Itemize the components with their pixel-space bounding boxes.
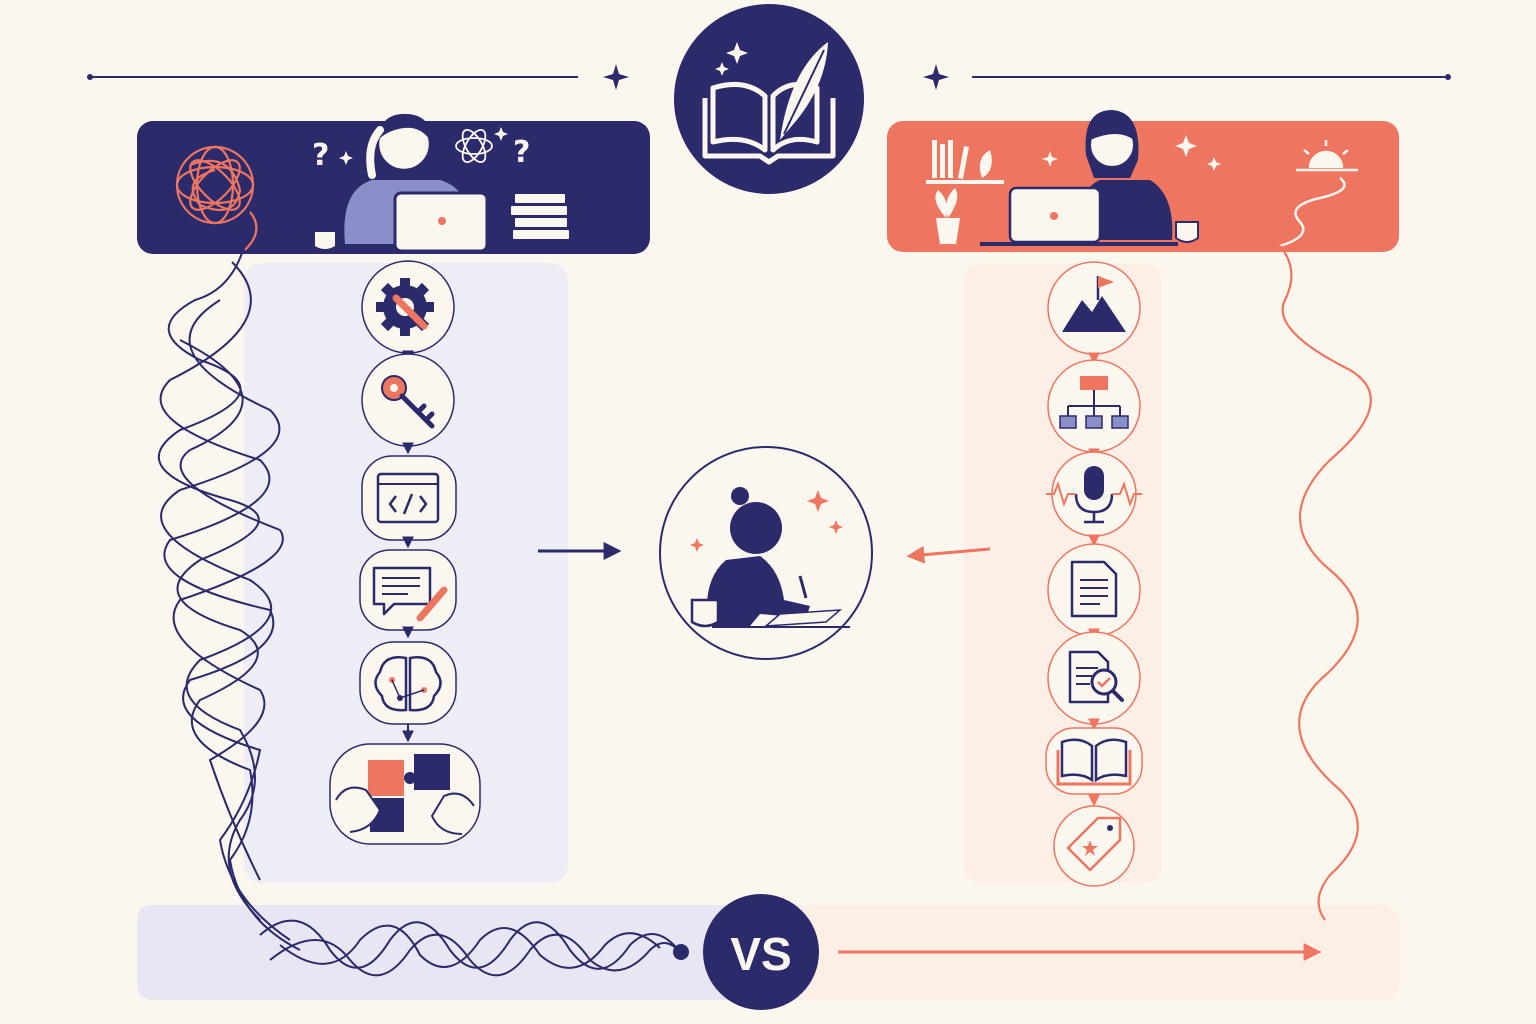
tangled-path — [157, 249, 681, 977]
right-steps — [1045, 261, 1143, 887]
plant-icon — [935, 188, 960, 244]
right-header-banner — [887, 110, 1399, 252]
tangled-yarn-icon — [175, 145, 258, 251]
confused-learner-icon — [315, 113, 489, 253]
vs-badge — [703, 894, 819, 1010]
calm-writer-icon — [980, 110, 1199, 246]
book-stack-icon — [509, 192, 571, 241]
question-mark-icon: ? ? — [312, 135, 530, 173]
svg-text:?: ? — [513, 135, 530, 170]
price-tag-icon — [1053, 805, 1135, 887]
right-to-center-arrow — [906, 545, 991, 564]
key-icon — [361, 353, 455, 447]
path-end-dot — [673, 944, 689, 960]
flowchart-icon — [1047, 359, 1141, 453]
chat-pencil-icon — [359, 549, 457, 631]
left-steps — [329, 260, 481, 845]
document-icon — [1047, 543, 1141, 637]
svg-text:?: ? — [312, 138, 329, 173]
writer-at-desk-icon — [659, 446, 873, 660]
top-divider-right — [923, 64, 1451, 90]
sparkle-icon — [603, 64, 629, 90]
microphone-icon — [1046, 451, 1142, 537]
atom-icon — [455, 129, 493, 163]
open-book-icon — [1045, 727, 1143, 795]
smooth-path — [1279, 245, 1372, 921]
gear-wrench-icon — [361, 260, 455, 354]
code-window-icon — [361, 455, 457, 541]
document-review-icon — [1047, 631, 1141, 725]
puzzle-hands-icon — [329, 743, 481, 845]
top-divider-left — [87, 64, 629, 90]
sunrise-road-icon — [1279, 140, 1358, 248]
mountain-flag-icon — [1047, 261, 1141, 355]
vs-label: VS — [730, 928, 791, 980]
book-quill-icon — [674, 4, 864, 194]
bookshelf-icon — [926, 140, 1004, 184]
brain-network-icon — [359, 641, 457, 725]
left-header-banner: ? ? — [137, 113, 650, 254]
sparkle-icon — [923, 64, 949, 90]
